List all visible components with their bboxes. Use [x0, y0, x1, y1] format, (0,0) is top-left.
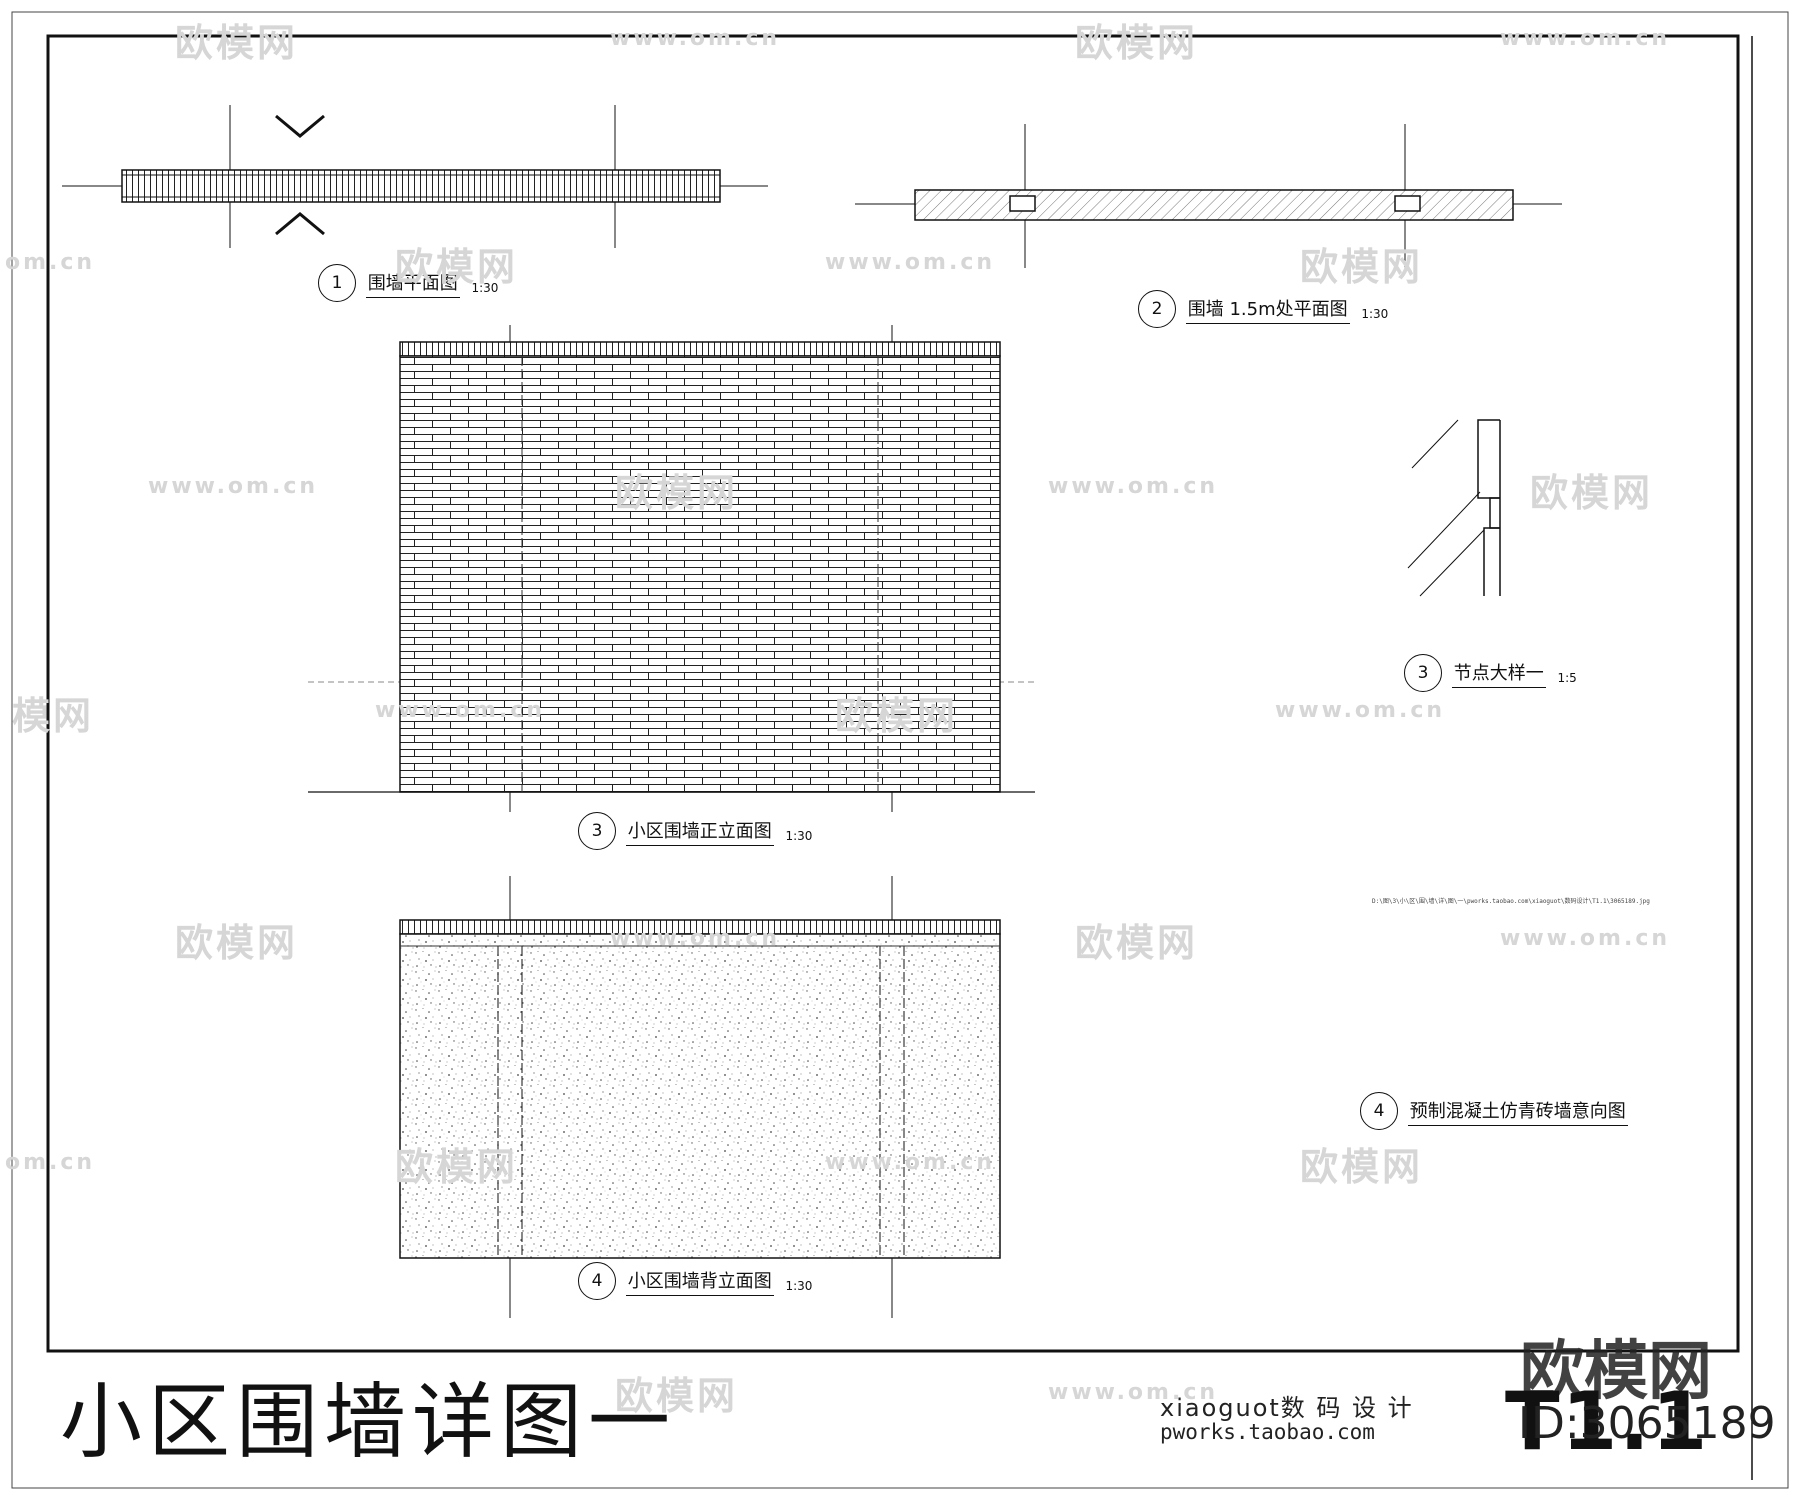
sheet-number: T1.1	[1505, 1375, 1710, 1468]
drawing-title: 小区围墙详图一	[60, 1375, 677, 1470]
detail-label-node-detail: 3 节点大样一 1:5	[1404, 654, 1577, 692]
sheet-outer-border	[11, 11, 1789, 1489]
detail-name: 围墙 1.5m处平面图	[1185, 295, 1350, 324]
detail-label-wall-plan-1-5m: 2 围墙 1.5m处平面图 1:30	[1138, 290, 1388, 328]
detail-scale: 1:30	[785, 1279, 813, 1293]
detail-name: 预制混凝土仿青砖墙意向图	[1407, 1097, 1628, 1126]
detail-number-circle: 3	[1404, 654, 1442, 692]
wall-plan-view	[62, 105, 768, 248]
node-detail-view	[1407, 419, 1501, 597]
detail-name: 小区围墙背立面图	[625, 1267, 774, 1296]
detail-label-front-elevation: 3 小区围墙正立面图 1:30	[578, 812, 812, 850]
detail-scale: 1:5	[1557, 671, 1577, 685]
back-elevation-view	[399, 876, 1001, 1318]
section-mark-top	[275, 114, 325, 138]
front-elevation-view	[308, 325, 1035, 812]
detail-scale: 1:30	[785, 829, 813, 843]
detail-label-back-elevation: 4 小区围墙背立面图 1:30	[578, 1262, 812, 1300]
detail-number-circle: 3	[578, 812, 616, 850]
designer-website: pworks.taobao.com	[1160, 1420, 1375, 1444]
detail-name: 小区围墙正立面图	[625, 817, 774, 846]
drawing-id: ID:3065189	[1518, 1398, 1776, 1449]
detail-number-circle: 2	[1138, 290, 1176, 328]
section-mark-bottom	[275, 212, 325, 236]
detail-label-precast-wall-intent: 4 预制混凝土仿青砖墙意向图	[1360, 1092, 1628, 1130]
designer-credit: xiaoguot数 码 设 计	[1160, 1394, 1414, 1422]
detail-scale: 1:30	[1361, 307, 1389, 321]
detail-name: 围墙平面图	[365, 269, 460, 298]
detail-number-circle: 4	[1360, 1092, 1398, 1130]
wall-plan-1-5m-view	[855, 124, 1562, 268]
detail-number-circle: 1	[318, 264, 356, 302]
brand-logo-text: 欧模网	[1520, 1335, 1712, 1409]
file-path-note: D:\图\3\小\区\围\墙\详\图\一\pworks.taobao.com\x…	[1372, 898, 1650, 905]
detail-label-wall-plan: 1 围墙平面图 1:30	[318, 264, 498, 302]
detail-number-circle: 4	[578, 1262, 616, 1300]
detail-scale: 1:30	[471, 281, 499, 295]
detail-name: 节点大样一	[1451, 659, 1546, 688]
